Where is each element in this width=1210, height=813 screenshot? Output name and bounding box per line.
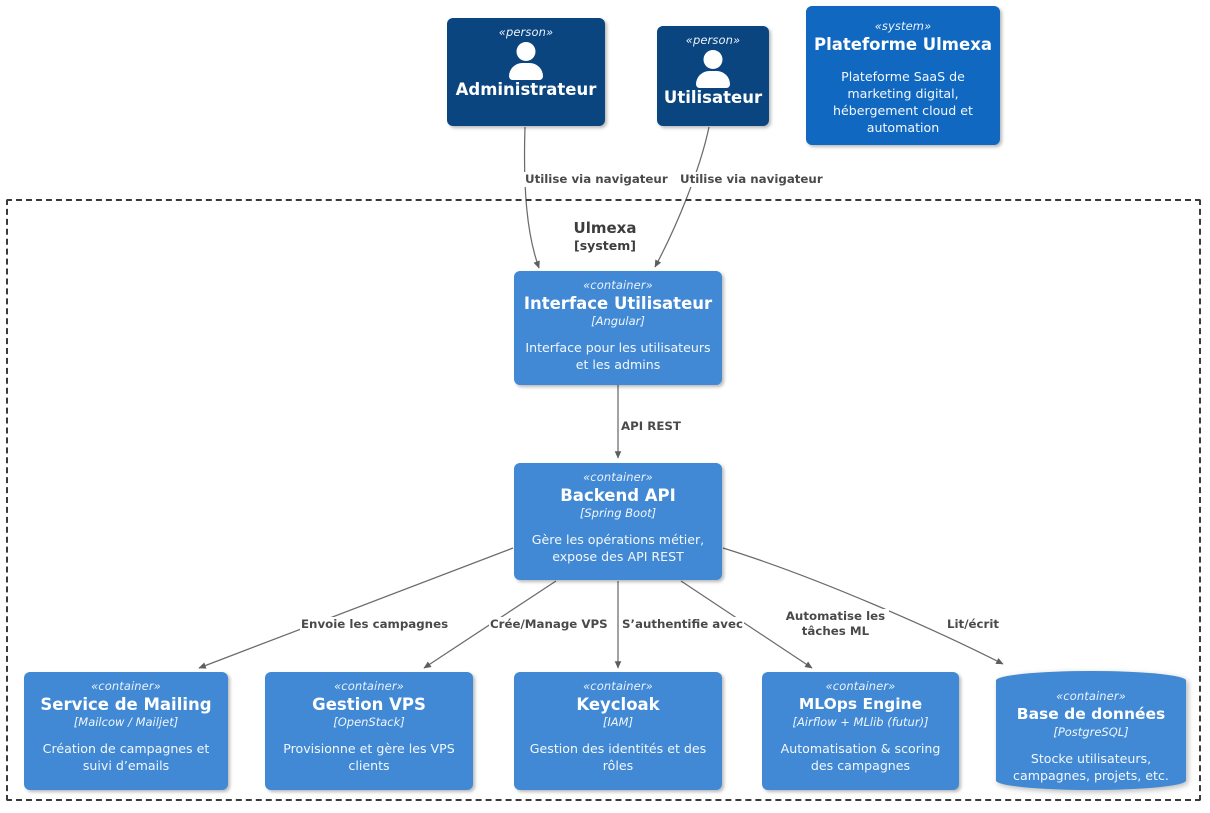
node-technology: [Mailcow / Mailjet] bbox=[73, 715, 179, 729]
node-technology: [OpenStack] bbox=[333, 715, 405, 729]
node-gestion-vps[interactable]: «container» Gestion VPS [OpenStack] Prov… bbox=[265, 672, 473, 790]
stereotype-label: «container» bbox=[583, 470, 653, 484]
stereotype-label: «container» bbox=[583, 278, 653, 292]
node-description: Provisionne et gère les VPS clients bbox=[283, 741, 455, 773]
stereotype-label: «system» bbox=[874, 19, 932, 33]
node-technology: [Airflow + MLlib (futur)] bbox=[792, 715, 929, 729]
node-backend-api[interactable]: «container» Backend API [Spring Boot] Gè… bbox=[514, 463, 722, 580]
edge-label-api-to-vps: Crée/Manage VPS bbox=[489, 617, 609, 632]
stereotype-label: «container» bbox=[825, 679, 896, 693]
node-technology: [PostgreSQL] bbox=[1053, 725, 1129, 739]
stereotype-label: «person» bbox=[498, 25, 554, 39]
node-description: Création de campagnes et suivi d’emails bbox=[42, 741, 210, 773]
stereotype-label: «person» bbox=[685, 33, 741, 47]
node-mlops-engine[interactable]: «container» MLOps Engine [Airflow + MLli… bbox=[762, 672, 959, 790]
node-title: Gestion VPS bbox=[312, 695, 426, 714]
node-title: Base de données bbox=[1016, 705, 1166, 723]
person-icon bbox=[690, 50, 736, 88]
cylinder-bottom bbox=[996, 771, 1186, 790]
node-plateforme-ulmexa[interactable]: «system» Plateforme Ulmexa Plateforme Sa… bbox=[806, 6, 1000, 145]
stereotype-label: «container» bbox=[91, 679, 161, 693]
boundary-name: Ulmexa bbox=[573, 219, 637, 237]
node-keycloak[interactable]: «container» Keycloak [IAM] Gestion des i… bbox=[514, 672, 722, 790]
edge-label-api-to-db: Lit/écrit bbox=[946, 617, 1001, 632]
node-description: Automatisation & scoring des campagnes bbox=[780, 741, 941, 773]
node-title: Administrateur bbox=[455, 80, 597, 99]
edge-label-ui-to-api: API REST bbox=[620, 419, 682, 434]
node-description: Gestion des identités et des rôles bbox=[529, 741, 707, 773]
edge-label-api-to-mailing: Envoie les campagnes bbox=[300, 617, 450, 632]
edge-label-api-to-mlops: Automatise les tâches ML bbox=[782, 609, 889, 638]
node-technology: [Spring Boot] bbox=[579, 506, 657, 520]
node-description: Stocke utilisateurs, campagnes, projets,… bbox=[1013, 751, 1169, 783]
cylinder-body bbox=[996, 680, 1186, 781]
cylinder-top bbox=[996, 671, 1186, 690]
node-title: Plateforme Ulmexa bbox=[814, 35, 992, 54]
node-title: Service de Mailing bbox=[40, 695, 212, 714]
node-title: Keycloak bbox=[576, 695, 660, 714]
node-title: MLOps Engine bbox=[798, 695, 923, 713]
node-description: Interface pour les utilisateurs et les a… bbox=[525, 340, 711, 372]
node-technology: [IAM] bbox=[602, 715, 634, 729]
node-description: Plateforme SaaS de marketing digital, hé… bbox=[833, 69, 973, 135]
person-icon bbox=[503, 42, 549, 80]
edge-label-api-to-keycloak: S’authentifie avec bbox=[621, 617, 744, 632]
node-title: Backend API bbox=[560, 486, 676, 505]
boundary-type: [system] bbox=[574, 238, 636, 253]
node-description: Gère les opérations métier, expose des A… bbox=[531, 532, 705, 564]
edge-label-user-to-ui: Utilise via navigateur bbox=[679, 172, 824, 187]
node-service-de-mailing[interactable]: «container» Service de Mailing [Mailcow … bbox=[24, 672, 228, 790]
stereotype-label: «container» bbox=[334, 679, 404, 693]
node-title: Utilisateur bbox=[663, 88, 763, 107]
edge-label-admin-to-ui: Utilise via navigateur bbox=[524, 172, 669, 187]
node-utilisateur[interactable]: «person» Utilisateur bbox=[657, 26, 769, 126]
stereotype-label: «container» bbox=[583, 679, 653, 693]
system-boundary-ulmexa bbox=[6, 199, 1201, 801]
node-technology: [Angular] bbox=[591, 314, 645, 328]
node-interface-utilisateur[interactable]: «container» Interface Utilisateur [Angul… bbox=[514, 271, 722, 385]
node-title: Interface Utilisateur bbox=[523, 294, 713, 313]
system-boundary-label: Ulmexa [system] bbox=[549, 219, 661, 254]
stereotype-label: «container» bbox=[1056, 689, 1126, 703]
node-base-de-donnees[interactable]: «container» Base de données [PostgreSQL]… bbox=[996, 671, 1186, 790]
node-administrateur[interactable]: «person» Administrateur bbox=[447, 18, 605, 126]
